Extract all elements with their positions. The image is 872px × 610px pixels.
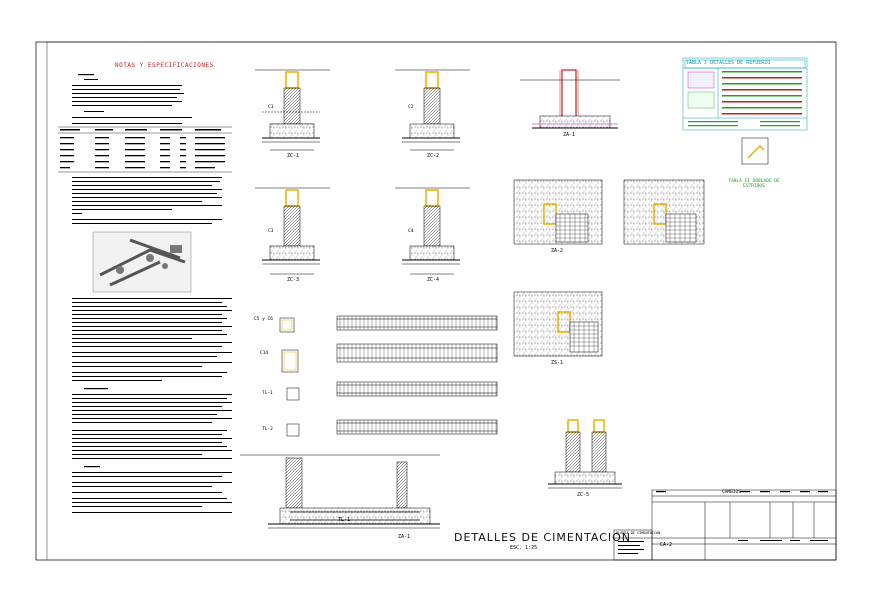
beam-elevations bbox=[336, 315, 498, 435]
rebar-table-cells bbox=[687, 71, 802, 127]
label-za2: ZA-2 bbox=[551, 248, 564, 254]
label-c5c6: C5 y C6 bbox=[254, 317, 273, 322]
title-block-header: CAMBIOS bbox=[722, 490, 741, 495]
detail-zc2 bbox=[395, 69, 470, 151]
detail-za1-pedestal bbox=[520, 69, 620, 129]
detail-za2-box bbox=[513, 179, 603, 245]
hook-table-title: TABLA II DOBLADO DE ESTRIBOS bbox=[728, 179, 780, 189]
rebar-table bbox=[682, 57, 808, 131]
notes-text-block bbox=[58, 74, 232, 513]
label-zc5: ZC-5 bbox=[577, 492, 590, 498]
notes-title: NOTAS Y ESPECIFICACIONES bbox=[115, 62, 214, 69]
detail-za3-box bbox=[623, 179, 705, 245]
detail-zc1 bbox=[255, 69, 330, 151]
label-zc4: ZC-4 bbox=[427, 277, 440, 283]
sheet-code: CA-2 bbox=[660, 542, 673, 548]
detail-strip-footing bbox=[240, 454, 440, 529]
detail-zc4 bbox=[395, 187, 470, 275]
detail-zs1-box bbox=[513, 291, 603, 357]
detail-zc5 bbox=[548, 419, 622, 489]
beam-stirrups bbox=[339, 316, 497, 434]
hook-detail bbox=[741, 137, 769, 165]
label-c2: C2 bbox=[408, 105, 414, 110]
label-c14: C14 bbox=[260, 351, 269, 356]
label-tl1-section: TL-1 bbox=[262, 391, 273, 396]
box-grids bbox=[556, 214, 696, 352]
label-zc1: ZC-1 bbox=[287, 153, 300, 159]
label-za1: ZA-1 bbox=[563, 132, 576, 138]
column-sections bbox=[279, 317, 300, 437]
detail-zc3 bbox=[255, 187, 330, 275]
label-c1: C1 bbox=[268, 105, 274, 110]
label-zs1: ZS-1 bbox=[551, 360, 564, 366]
rebar-photo bbox=[92, 231, 192, 293]
label-c4: C4 bbox=[408, 229, 414, 234]
sheet-title: DETALLES DE CIMENTACION bbox=[454, 531, 632, 544]
label-tl1: TL-1 bbox=[338, 517, 351, 523]
label-zc2: ZC-2 bbox=[427, 153, 440, 159]
title-block bbox=[613, 489, 837, 561]
title-block-lines bbox=[618, 491, 828, 554]
label-tl2-section: TL-2 bbox=[262, 427, 273, 432]
rebar-table-title: TABLA I DETALLES DE REFUERZO bbox=[686, 60, 771, 66]
title-block-plan: PLANTA DE CIMENTACION bbox=[616, 531, 661, 535]
rebar-photo-content bbox=[99, 238, 186, 287]
sheet-scale: ESC. 1:25 bbox=[510, 545, 538, 551]
label-c3: C3 bbox=[268, 229, 274, 234]
concrete-spec-table bbox=[58, 126, 232, 173]
label-za1b: ZA-1 bbox=[398, 534, 411, 540]
label-zc3: ZC-3 bbox=[287, 277, 300, 283]
